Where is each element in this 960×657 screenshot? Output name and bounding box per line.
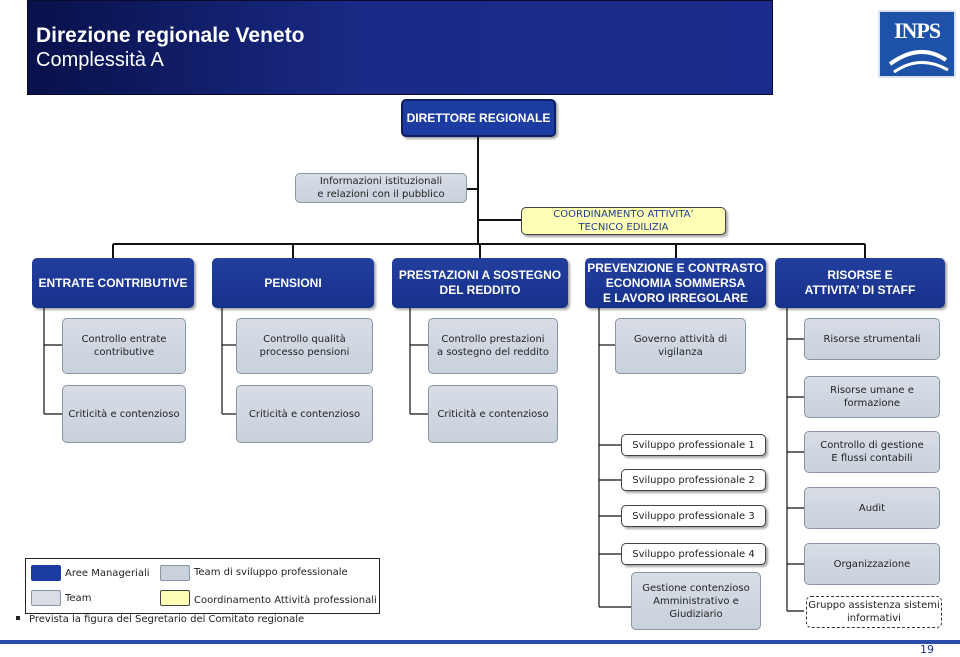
box-sviluppo-2: Sviluppo professionale 2 bbox=[621, 469, 766, 491]
logo-swirl-icon bbox=[888, 49, 949, 74]
box-organizzazione: Organizzazione bbox=[804, 543, 940, 585]
box-controllo-prestazioni: Controllo prestazioni a sostegno del red… bbox=[428, 318, 558, 374]
area-entrate: ENTRATE CONTRIBUTIVE bbox=[32, 258, 194, 308]
box-sviluppo-3-label: Sviluppo professionale 3 bbox=[632, 510, 755, 522]
bullet-icon bbox=[16, 616, 20, 620]
coord-tecnico-label: COORDINAMENTO ATTIVITA’ TECNICO EDILIZIA bbox=[553, 209, 694, 233]
area-pensioni-label: PENSIONI bbox=[264, 275, 322, 290]
box-risorse-umane: Risorse umane e formazione bbox=[804, 376, 940, 418]
box-controllo-prestazioni-label: Controllo prestazioni a sostegno del red… bbox=[437, 334, 549, 358]
info-label: Informazioni istituzionali e relazioni c… bbox=[317, 176, 445, 200]
box-gestione-contenzioso-label: Gestione contenzioso Amministrativo e Gi… bbox=[642, 582, 750, 620]
legend-swatch-coord bbox=[160, 590, 190, 606]
box-sviluppo-3: Sviluppo professionale 3 bbox=[621, 505, 766, 527]
legend-swatch-aree bbox=[31, 565, 61, 581]
area-prestazioni-label: PRESTAZIONI A SOSTEGNO DEL REDDITO bbox=[398, 268, 562, 297]
area-prevenzione-label: PREVENZIONE E CONTRASTO ECONOMIA SOMMERS… bbox=[587, 260, 764, 305]
legend-coord-label: Coordinamento Attività professionali bbox=[194, 595, 377, 606]
page-subtitle: Complessità A bbox=[36, 49, 164, 71]
legend-swatch-team-sviluppo bbox=[160, 565, 190, 581]
box-gestione-contenzioso: Gestione contenzioso Amministrativo e Gi… bbox=[631, 572, 761, 630]
coord-tecnico-box: COORDINAMENTO ATTIVITA’ TECNICO EDILIZIA bbox=[521, 207, 726, 235]
box-controllo-gestione-label: Controllo di gestione E flussi contabili bbox=[820, 440, 924, 464]
info-box: Informazioni istituzionali e relazioni c… bbox=[295, 173, 467, 203]
box-risorse-umane-label: Risorse umane e formazione bbox=[830, 385, 914, 409]
box-sviluppo-2-label: Sviluppo professionale 2 bbox=[632, 474, 755, 486]
box-controllo-qualita: Controllo qualità processo pensioni bbox=[236, 318, 373, 374]
box-controllo-entrate: Controllo entrate contributive bbox=[62, 318, 186, 374]
area-risorse-label: RISORSE E ATTIVITA’ DI STAFF bbox=[804, 268, 916, 297]
box-gruppo-assistenza: Gruppo assistenza sistemi informativi bbox=[806, 596, 942, 628]
inps-logo: INPS bbox=[878, 10, 956, 78]
box-criticita-1-label: Criticità e contenzioso bbox=[68, 408, 180, 420]
area-pensioni: PENSIONI bbox=[212, 258, 374, 308]
box-risorse-strumentali-label: Risorse strumentali bbox=[823, 333, 921, 345]
box-criticita-1: Criticità e contenzioso bbox=[62, 385, 186, 443]
box-risorse-strumentali: Risorse strumentali bbox=[804, 318, 940, 360]
box-sviluppo-4-label: Sviluppo professionale 4 bbox=[632, 548, 755, 560]
box-criticita-2-label: Criticità e contenzioso bbox=[248, 408, 361, 420]
box-sviluppo-1-label: Sviluppo professionale 1 bbox=[632, 439, 755, 451]
legend bbox=[25, 558, 380, 614]
legend-note: Prevista la figura del Segretario del Co… bbox=[29, 614, 305, 625]
box-criticita-3-label: Criticità e contenzioso bbox=[437, 408, 549, 420]
footer-line bbox=[0, 640, 960, 644]
box-sviluppo-4: Sviluppo professionale 4 bbox=[621, 543, 766, 565]
box-audit-label: Audit bbox=[858, 502, 886, 514]
box-controllo-entrate-label: Controllo entrate contributive bbox=[81, 334, 167, 358]
director-box: DIRETTORE REGIONALE bbox=[401, 99, 556, 137]
legend-aree-label: Aree Manageriali bbox=[65, 568, 150, 579]
box-criticita-2: Criticità e contenzioso bbox=[236, 385, 373, 443]
header-banner bbox=[27, 0, 773, 95]
legend-team-label: Team bbox=[65, 593, 92, 604]
area-entrate-label: ENTRATE CONTRIBUTIVE bbox=[38, 275, 188, 290]
box-sviluppo-1: Sviluppo professionale 1 bbox=[621, 434, 766, 456]
area-prevenzione: PREVENZIONE E CONTRASTO ECONOMIA SOMMERS… bbox=[585, 258, 766, 308]
page-title: Direzione regionale Veneto bbox=[36, 24, 305, 47]
box-audit: Audit bbox=[804, 487, 940, 529]
box-criticita-3: Criticità e contenzioso bbox=[428, 385, 558, 443]
area-prestazioni: PRESTAZIONI A SOSTEGNO DEL REDDITO bbox=[392, 258, 568, 308]
box-controllo-gestione: Controllo di gestione E flussi contabili bbox=[804, 431, 940, 473]
area-risorse: RISORSE E ATTIVITA’ DI STAFF bbox=[775, 258, 945, 308]
box-controllo-qualita-label: Controllo qualità processo pensioni bbox=[259, 334, 350, 358]
box-organizzazione-label: Organizzazione bbox=[833, 558, 911, 570]
page-number: 19 bbox=[920, 643, 934, 656]
box-governo-vigilanza-label: Governo attività di vigilanza bbox=[633, 334, 728, 358]
box-gruppo-assistenza-label: Gruppo assistenza sistemi informativi bbox=[808, 600, 940, 624]
legend-swatch-team bbox=[31, 590, 61, 606]
box-governo-vigilanza: Governo attività di vigilanza bbox=[615, 318, 746, 374]
director-label: DIRETTORE REGIONALE bbox=[406, 110, 551, 125]
legend-team-sviluppo-label: Team di sviluppo professionale bbox=[194, 567, 348, 578]
logo-text: INPS bbox=[893, 18, 941, 43]
